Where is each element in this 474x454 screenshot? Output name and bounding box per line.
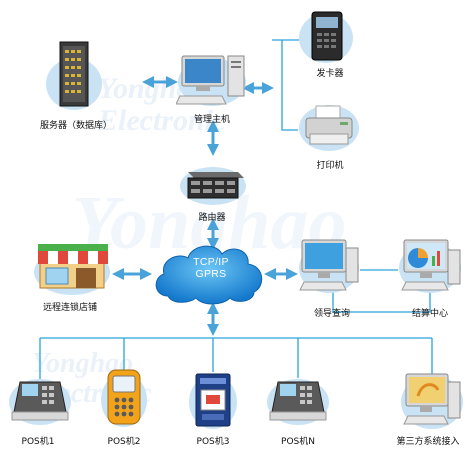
third-party-label: 第三方系统接入 bbox=[396, 437, 460, 447]
storefront-icon bbox=[34, 244, 110, 295]
printer-label: 打印机 bbox=[316, 161, 344, 171]
network-cloud bbox=[155, 245, 263, 305]
pos-handheld-icon bbox=[101, 369, 147, 427]
network-label-line2: GPRS bbox=[195, 268, 227, 280]
query-label: 领导查询 bbox=[313, 309, 351, 319]
connector-cloud-right bbox=[332, 286, 431, 313]
card-reader-icon bbox=[299, 11, 353, 63]
connector-bottom-bus bbox=[39, 337, 433, 380]
pos3-label: POS机3 bbox=[196, 437, 230, 447]
desktop-computer-icon bbox=[176, 55, 246, 106]
third-party-computer-icon bbox=[401, 373, 463, 429]
router-label: 路由器 bbox=[198, 213, 226, 223]
pos-terminal-n-icon bbox=[267, 379, 329, 425]
network-label: TCP/IP GPRS bbox=[170, 256, 252, 280]
pos2-label: POS机2 bbox=[107, 437, 141, 447]
chain-store-label: 远程连锁店铺 bbox=[42, 303, 98, 313]
query-computer-icon bbox=[299, 239, 359, 293]
network-label-line1: TCP/IP bbox=[193, 256, 229, 268]
pos1-label: POS机1 bbox=[21, 437, 55, 447]
pos-wall-terminal-icon bbox=[189, 373, 237, 429]
host-label: 管理主机 bbox=[193, 115, 231, 125]
printer-icon bbox=[299, 105, 359, 151]
settlement-label: 结算中心 bbox=[411, 309, 449, 319]
pos-terminal-icon bbox=[9, 379, 71, 425]
server-label: 服务器（数据库） bbox=[39, 121, 113, 131]
card-issuer-label: 发卡器 bbox=[316, 69, 344, 79]
router-icon bbox=[180, 167, 246, 205]
connector-host-peripherals bbox=[272, 39, 300, 131]
server-rack-icon bbox=[46, 41, 102, 110]
computer-chart-icon bbox=[399, 239, 461, 293]
posn-label: POS机N bbox=[281, 437, 315, 447]
